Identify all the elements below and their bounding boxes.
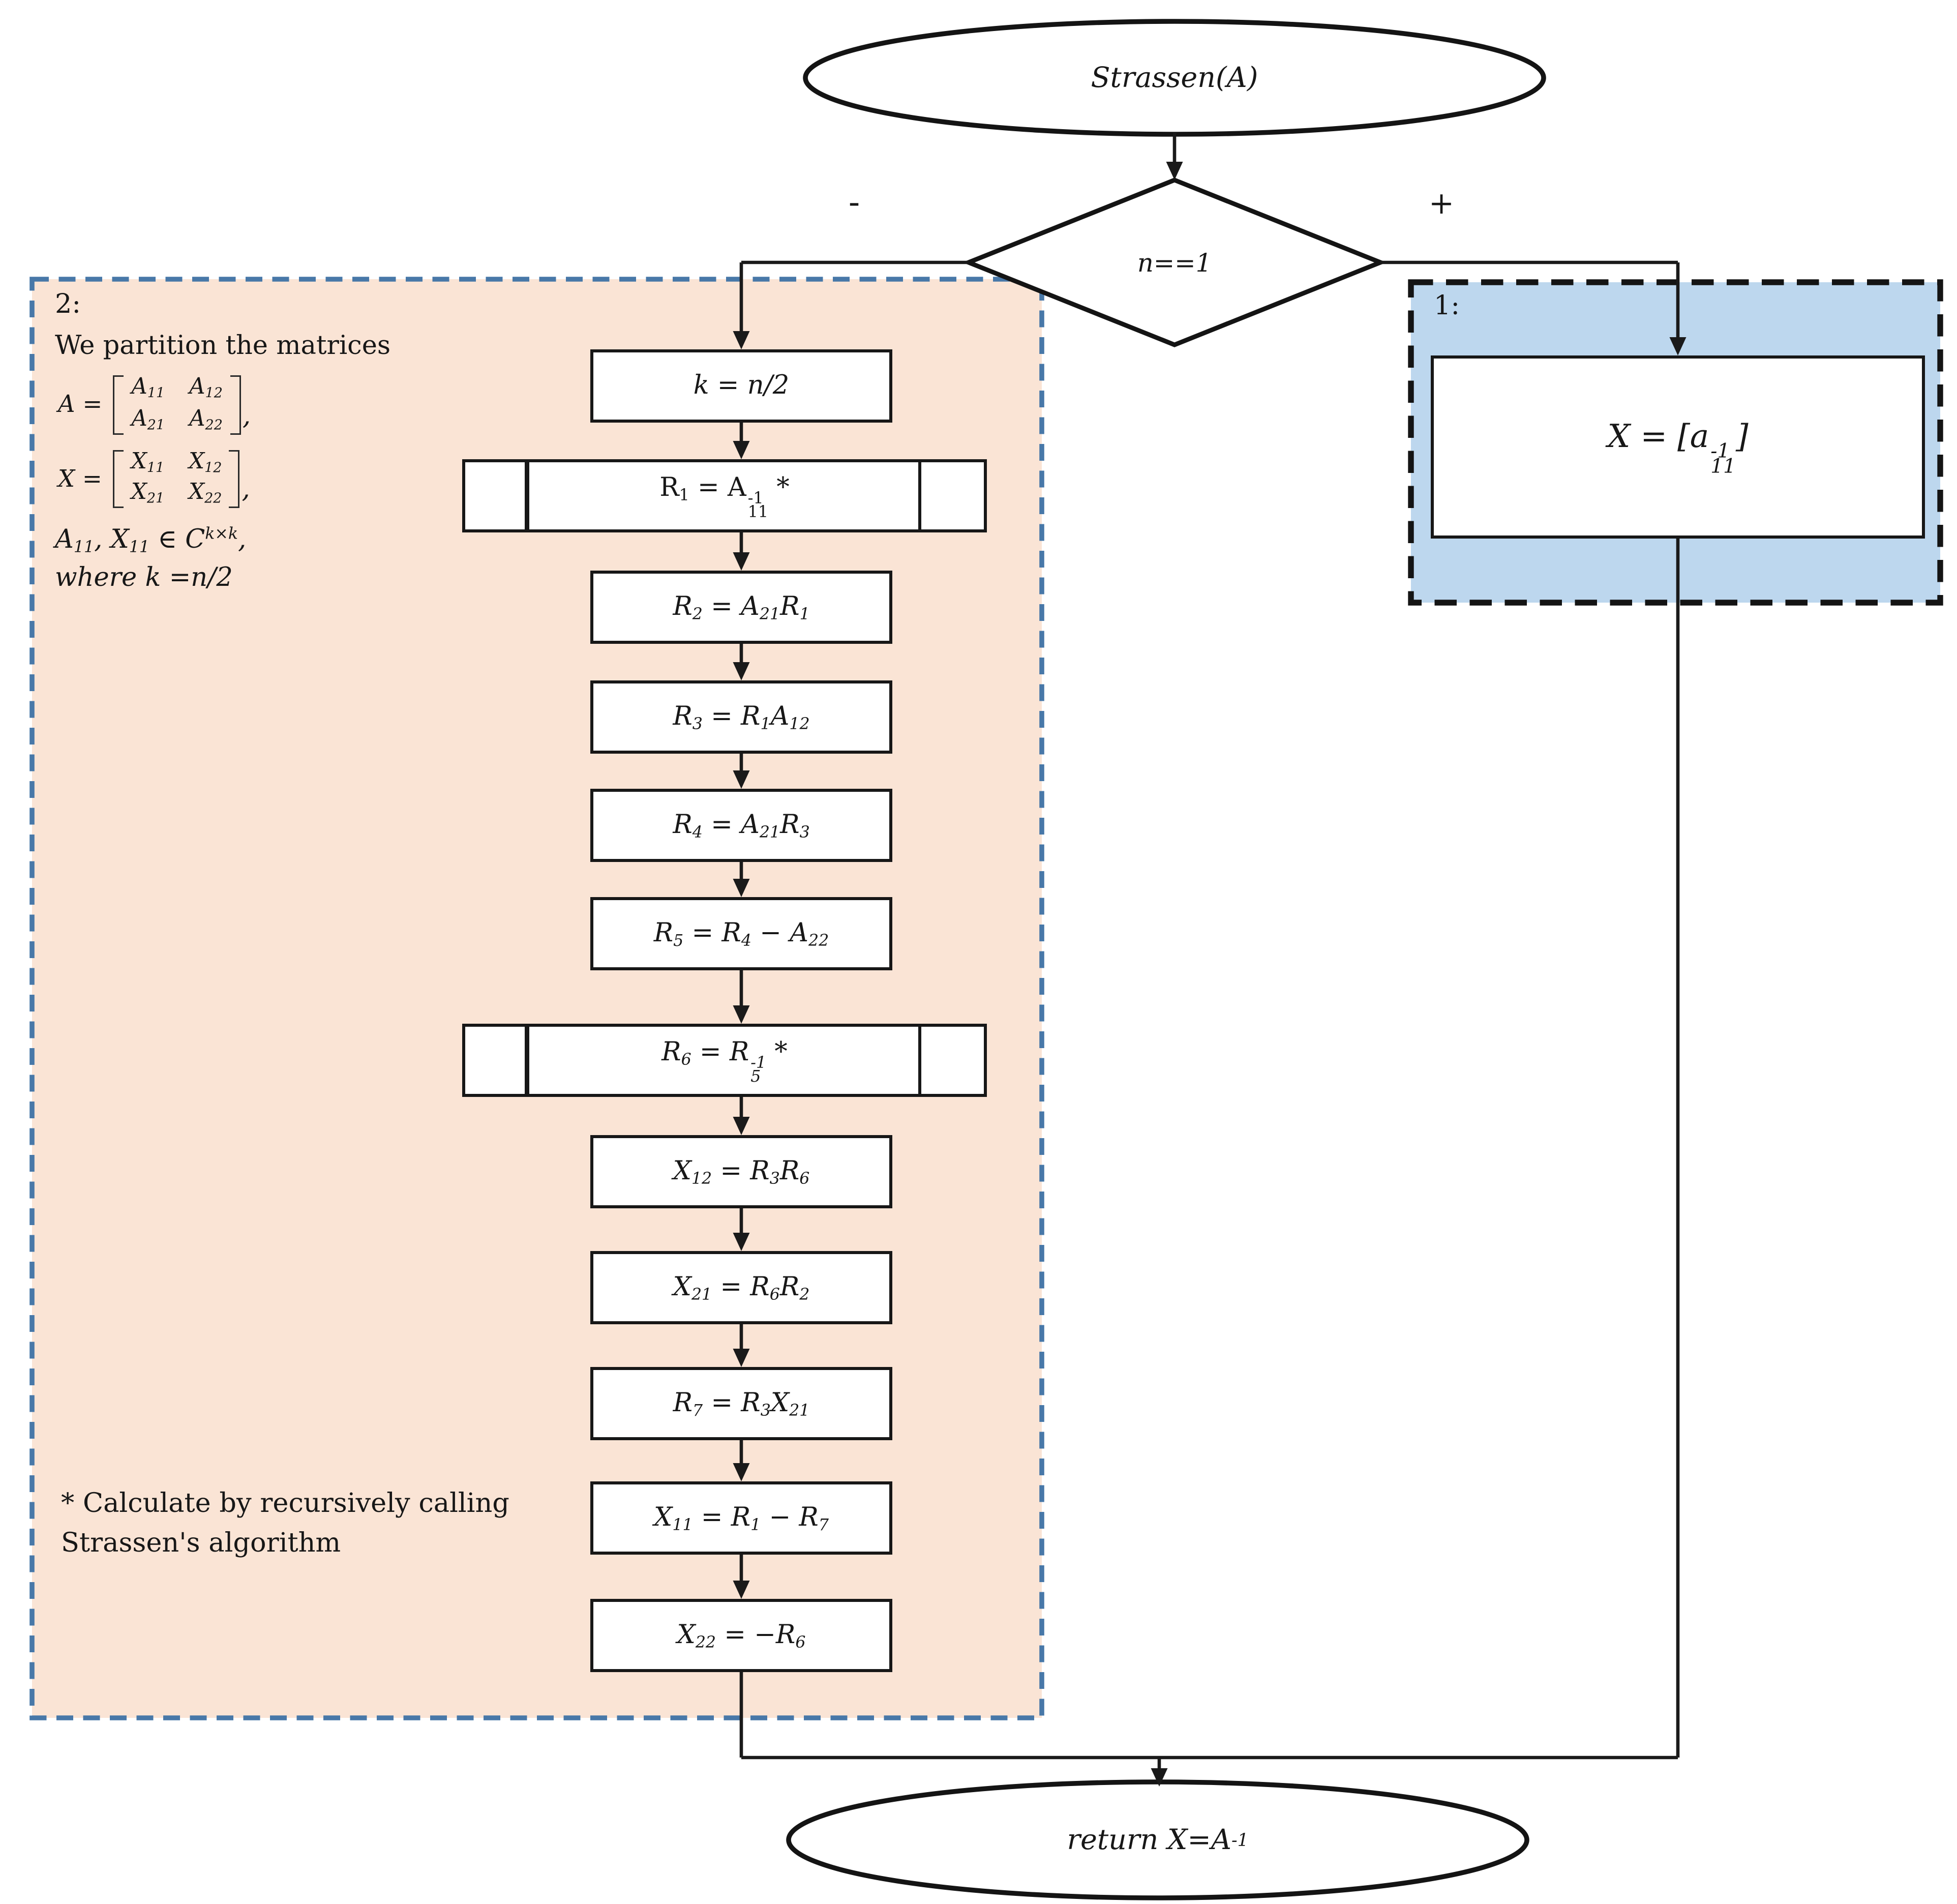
arrowhead [733,441,750,459]
matrix-cell: X22 [189,481,222,508]
matrix-cell: A22 [189,407,223,434]
arrowhead [733,1463,750,1481]
matrix-x-lhs: X = [58,464,102,492]
step-label: X11 = R1 − R7 [654,1502,829,1534]
arrowhead [733,1117,750,1135]
step-label: X12 = R3R6 [673,1155,810,1188]
arrowhead [733,770,750,789]
step-box-12: X22 = −R6 [590,1599,892,1672]
end-label: return X=A-1 [1067,1824,1249,1856]
left-bracket [112,449,124,509]
matrix-cell: X21 [131,481,165,508]
step-label: R7 = R3X21 [673,1387,810,1420]
step-box-9: X21 = R6R2 [590,1251,892,1324]
matrix-a-cells: A11 A12 A21 A22 [131,375,223,434]
right-bracket [230,375,241,434]
arrowhead [733,552,750,571]
base-region-id: 1: [1434,291,1460,322]
matrix-cell: X12 [189,449,222,477]
matrix-cell: A12 [189,375,223,402]
branch-false-label: - [848,184,860,222]
step-label: R5 = R4 − A22 [653,917,829,950]
matrix-a: A = A11 A12 A21 A22 , [58,375,513,434]
step-box-5: R4 = A21R3 [590,789,892,862]
arrowhead [1151,1768,1168,1787]
matrix-cell: X11 [131,449,165,477]
membership-line: A11, X11 ∈ Ck×k, [55,525,247,557]
arrowhead [733,879,750,897]
arrowhead [733,1233,750,1251]
matrix-cell: A11 [131,375,165,402]
step-box-6: R5 = R4 − A22 [590,897,892,970]
step-label: R4 = A21R3 [673,809,810,842]
matrix-cell: A21 [131,407,165,434]
step-box-8: X12 = R3R6 [590,1135,892,1208]
subroutine-bar-left [525,462,529,529]
step-label: R2 = A21R1 [673,591,810,623]
step-label: X21 = R6R2 [673,1271,810,1304]
matrix-x: X = X11 X12 X21 X22 , [58,449,513,509]
step-box-4: R3 = R1A12 [590,680,892,754]
arrowhead [733,662,750,680]
step-label: k = n/2 [693,371,790,401]
recursive-region-id: 2: [55,290,81,320]
arrowhead [1669,337,1687,355]
where-line: where k =n/2 [55,563,233,594]
step-label: X22 = −R6 [677,1619,806,1652]
matrix-a-lhs: A = [58,390,103,418]
arrowhead [733,1581,750,1599]
matrix-x-trail: , [242,475,250,506]
step-box-11: X11 = R1 − R7 [590,1481,892,1555]
branch-true-label: + [1428,185,1455,221]
matrix-x-cells: X11 X12 X21 X22 [131,450,222,509]
arrowhead [733,331,750,349]
step-box-10: R7 = R3X21 [590,1367,892,1440]
left-bracket [113,375,124,434]
flow-edges [733,133,1687,1787]
step-label: R3 = R1A12 [673,701,810,733]
decision-diamond-shape [962,177,1387,347]
step-box-1: k = n/2 [590,349,892,423]
subroutine-bar-right [917,1027,921,1094]
start-label: Strassen(A) [1091,62,1258,94]
step-box-3: R2 = A21R1 [590,571,892,644]
partition-note: We partition the matrices A = A11 A12 A2… [55,330,513,597]
subroutine-bar-left [525,1027,529,1094]
decision-label: n==1 [1137,248,1212,277]
recursion-footnote: * Calculate by recursively calling Stras… [61,1489,509,1560]
arrowhead [733,1349,750,1367]
right-bracket [229,449,240,509]
subroutine-bar-right [917,462,921,529]
arrowhead [1166,162,1183,180]
matrix-a-trail: , [242,401,251,432]
arrowhead [733,1005,750,1024]
partition-note-intro: We partition the matrices [55,331,391,362]
